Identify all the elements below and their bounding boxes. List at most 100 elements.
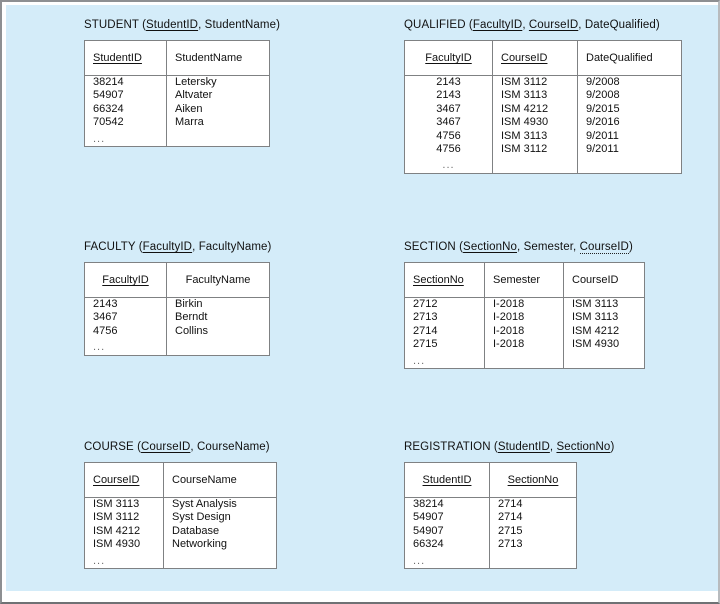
schema-attribute-semester: Semester (523, 241, 573, 253)
cell-value: ISM 3113 (572, 298, 619, 311)
cell-value: ISM 3113 (501, 89, 548, 102)
column-header-sectionno: SectionNo (404, 262, 485, 299)
attribute-separator: , (578, 19, 585, 31)
ellipsis-more-rows: ... (413, 554, 426, 567)
schema-attribute-courseid: CourseID (528, 19, 579, 31)
schema-attribute-datequalified: DateQualified (584, 19, 656, 31)
schema-attribute-facultyid: FacultyID (142, 241, 193, 253)
relation-name: QUALIFIED ( (404, 19, 473, 31)
ellipsis-more-rows: ... (93, 132, 106, 145)
column-header-semester: Semester (484, 262, 564, 299)
cell-value: ISM 3112 (93, 511, 140, 524)
column-header-label: FacultyName (185, 274, 251, 286)
column-header-sectionno: SectionNo (489, 462, 577, 498)
cell-value: 4756 (436, 129, 461, 142)
heading-close-paren: ) (276, 19, 281, 31)
schema-heading-registration: REGISTRATION (StudentID, SectionNo) (404, 441, 614, 453)
cell-value: 2143 (436, 89, 461, 102)
relation-name: SECTION ( (404, 241, 464, 253)
column-header-studentid: StudentID (84, 40, 167, 76)
cell-value: ISM 4212 (93, 524, 141, 537)
column-header-coursename: CourseName (163, 462, 277, 498)
cell-value: ISM 3113 (572, 311, 619, 324)
column-header-label: SectionNo (507, 474, 559, 486)
cell-value: 3467 (93, 311, 118, 324)
cell-value: 54907 (413, 524, 444, 537)
relation-faculty: FACULTY (FacultyID, FacultyName)FacultyI… (84, 241, 271, 356)
cell-value: Collins (175, 324, 209, 337)
cell-value: 54907 (93, 89, 124, 102)
relation-name: FACULTY ( (84, 241, 143, 253)
cell-value: 4756 (436, 143, 461, 156)
column-header-facultyname: FacultyName (166, 262, 270, 298)
cell-value: 66324 (413, 538, 444, 551)
attribute-separator: , (549, 441, 557, 453)
schema-attribute-sectionno: SectionNo (556, 441, 611, 453)
cell-value: 54907 (413, 511, 444, 524)
relation-name: STUDENT ( (84, 19, 147, 31)
cell-value: ISM 4212 (501, 102, 549, 115)
attribute-separator: , (198, 19, 205, 31)
column-header-label: StudentName (175, 52, 243, 64)
cell-value: I-2018 (493, 324, 525, 337)
schema-heading-qualified: QUALIFIED (FacultyID, CourseID, DateQual… (404, 19, 682, 31)
column-header-label: CourseID (572, 274, 619, 287)
schema-heading-section: SECTION (SectionNo, Semester, CourseID) (404, 241, 645, 254)
attribute-separator: , (192, 241, 199, 253)
cell-value: ISM 3113 (501, 129, 548, 142)
ellipsis-more-rows: ... (413, 354, 426, 367)
column-header-label: CourseID (501, 52, 548, 64)
cell-spacer (493, 355, 555, 368)
cell-value: 2713 (413, 311, 438, 324)
cell-value: I-2018 (493, 338, 525, 351)
column-header-facultyid: FacultyID (404, 40, 493, 76)
schema-attribute-courseid: CourseID (579, 241, 629, 254)
cell-value: I-2018 (493, 311, 525, 324)
column-header-datequalified: DateQualified (577, 40, 682, 76)
schema-attribute-sectionno: SectionNo (463, 241, 518, 253)
cell-value: Altvater (175, 89, 213, 102)
schema-attribute-studentid: StudentID (497, 441, 550, 453)
cell-value: Berndt (175, 311, 208, 324)
column-header-studentname: StudentName (166, 40, 270, 76)
schema-attribute-studentid: StudentID (146, 19, 199, 31)
cell-value: 2714 (413, 324, 438, 337)
cell-spacer (586, 159, 673, 172)
relation-section: SECTION (SectionNo, Semester, CourseID)S… (404, 241, 645, 370)
cell-value: ISM 4212 (572, 324, 620, 337)
cell-value: 2714 (498, 498, 523, 510)
attribute-separator: , (573, 241, 580, 253)
cell-value: Marra (175, 116, 204, 129)
cell-value: 2714 (498, 511, 523, 524)
attribute-separator: , (190, 441, 197, 453)
cell-value: 2715 (413, 338, 438, 351)
table-header-row: StudentID StudentName (84, 40, 270, 76)
relation-name: REGISTRATION ( (404, 441, 498, 453)
cell-value: ISM 3113 (93, 498, 140, 510)
schema-heading-course: COURSE (CourseID, CourseName) (84, 441, 277, 453)
cell-value: 2143 (436, 76, 461, 88)
column-header-label: FacultyID (425, 52, 472, 64)
cell-value: 38214 (93, 76, 124, 88)
schema-attribute-facultyname: FacultyName (198, 241, 268, 253)
heading-close-paren: ) (655, 19, 660, 31)
cell-spacer (175, 133, 261, 146)
